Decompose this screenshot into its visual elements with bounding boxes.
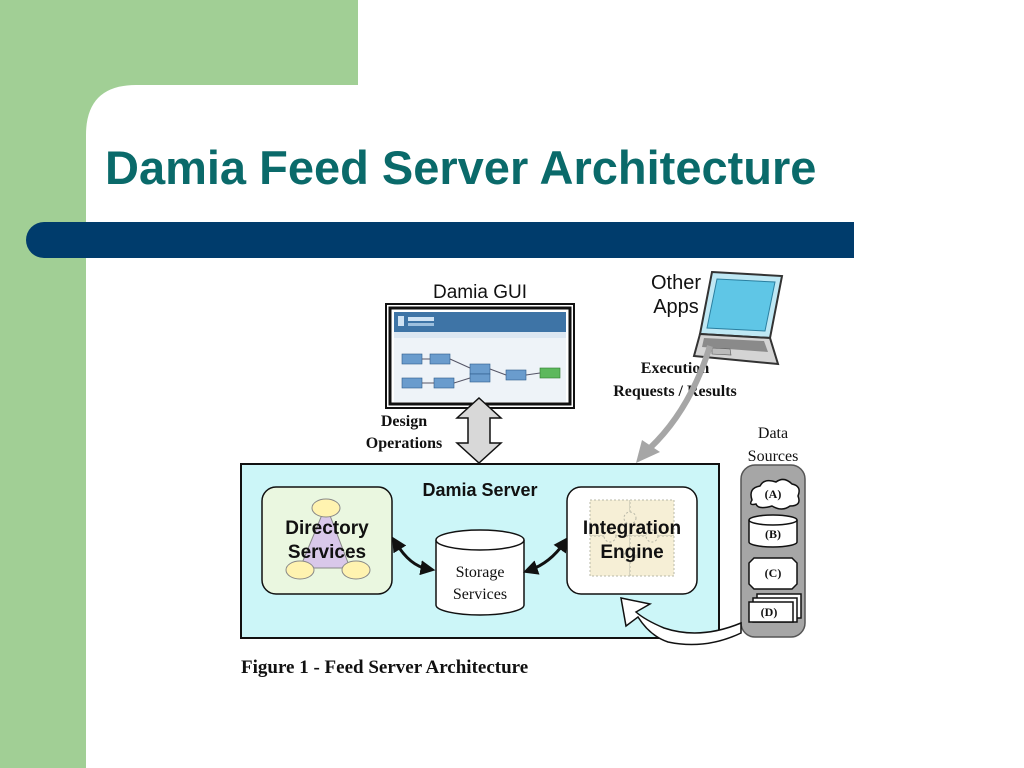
design-label-line1: Design bbox=[381, 413, 427, 430]
other-apps-label-line1: Other bbox=[651, 272, 701, 294]
storage-label-line2: Services bbox=[453, 586, 507, 603]
data-sources-label-line2: Sources bbox=[748, 448, 799, 465]
title-underline-bar bbox=[26, 222, 854, 258]
storage-label-line1: Storage bbox=[456, 564, 505, 581]
figure-caption: Figure 1 - Feed Server Architecture bbox=[241, 657, 528, 678]
source-b-label: (B) bbox=[765, 527, 781, 541]
slide-title: Damia Feed Server Architecture bbox=[105, 141, 817, 194]
document-icon bbox=[748, 557, 798, 590]
cloud-icon bbox=[749, 478, 800, 510]
source-c-label: (C) bbox=[765, 566, 782, 580]
execution-label-line2: Requests / Results bbox=[613, 383, 737, 400]
architecture-diagram: Damia GUI Design Operations Other Apps bbox=[240, 270, 806, 678]
integration-label-line2: Engine bbox=[600, 542, 663, 563]
source-d-label: (D) bbox=[761, 605, 778, 619]
monitor-screenshot-icon bbox=[385, 303, 575, 409]
storage-engine-arrow bbox=[522, 536, 569, 575]
design-label-line2: Operations bbox=[366, 435, 442, 452]
gui-label: Damia GUI bbox=[433, 282, 527, 303]
network-nodes-icon bbox=[285, 498, 371, 580]
server-label: Damia Server bbox=[422, 480, 537, 500]
directory-label-line1: Directory bbox=[285, 518, 369, 539]
integration-label-line1: Integration bbox=[583, 518, 681, 539]
execution-arrow bbox=[647, 345, 713, 451]
data-sources-label-line1: Data bbox=[758, 425, 788, 442]
database-icon bbox=[748, 514, 798, 548]
stacked-documents-icon bbox=[748, 593, 802, 623]
laptop-icon bbox=[692, 270, 784, 366]
directory-label-line2: Services bbox=[288, 542, 366, 563]
execution-arrow-head bbox=[636, 440, 660, 463]
source-a-label: (A) bbox=[765, 487, 782, 501]
execution-label-line1: Execution bbox=[641, 360, 710, 377]
puzzle-icon bbox=[589, 499, 675, 577]
other-apps-label-line2: Apps bbox=[653, 296, 699, 318]
data-flow-arrow bbox=[620, 597, 742, 646]
database-cylinder-icon bbox=[435, 529, 525, 616]
directory-storage-arrow bbox=[392, 536, 436, 576]
